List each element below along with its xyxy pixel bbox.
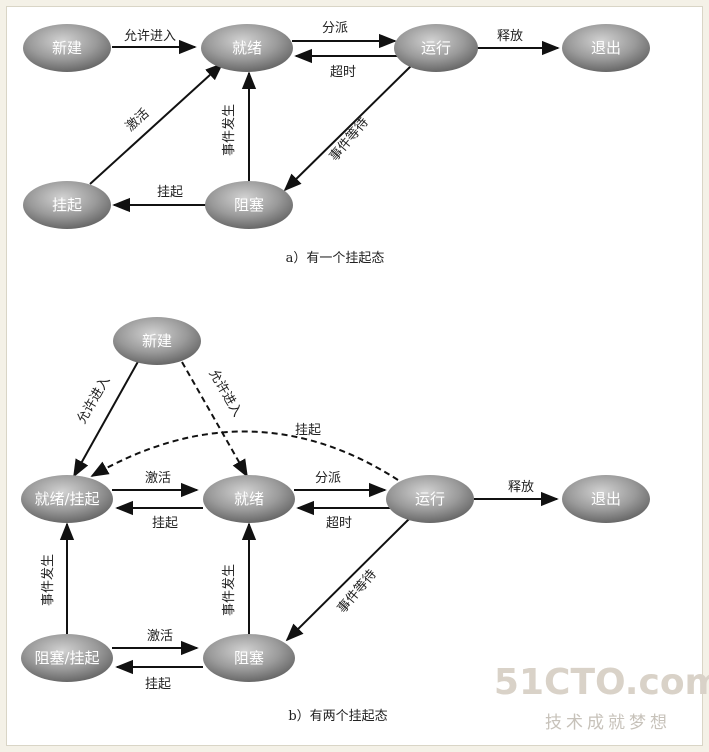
state-running: 运行 [394, 24, 478, 72]
edge-label-admit: 允许进入 [124, 28, 176, 44]
edge-b-suspend-from-running: 挂起 [90, 423, 399, 481]
state-b-ready-suspend: 就绪/挂起 [21, 475, 113, 523]
edge-admit: 允许进入 [112, 28, 197, 55]
diagram-frame [6, 6, 703, 746]
caption-b: b）有两个挂起态 [288, 709, 387, 724]
edge-b-event-occurs-left: 事件发生 [40, 522, 75, 636]
state-label-exit: 退出 [591, 39, 621, 57]
edge-label-dispatch: 分派 [322, 21, 348, 36]
state-ready: 就绪 [201, 24, 293, 72]
watermark-slogan: 技术成就梦想 [545, 713, 671, 733]
edge-label-b-event-occurs-left: 事件发生 [40, 554, 56, 606]
state-label-new: 新建 [52, 39, 82, 57]
state-blocked: 阻塞 [205, 181, 293, 229]
edge-b-admit-ready-suspend: 允许进入 [73, 357, 141, 478]
edge-b-event-wait: 事件等待 [285, 517, 411, 642]
edge-label-b-dispatch: 分派 [315, 471, 341, 486]
state-label-suspended: 挂起 [52, 196, 82, 214]
state-b-blocked: 阻塞 [203, 634, 295, 682]
edge-label-event-occurs: 事件发生 [221, 104, 237, 156]
edge-label-suspend: 挂起 [157, 185, 183, 200]
edge-event-occurs: 事件发生 [221, 71, 257, 183]
watermark-logo: 51CTO.com [494, 662, 709, 703]
edge-label-b-suspend-blocked: 挂起 [145, 677, 171, 692]
state-new: 新建 [23, 24, 111, 72]
state-label-running: 运行 [421, 39, 451, 57]
edge-release: 释放 [476, 29, 560, 56]
edge-suspend: 挂起 [112, 185, 206, 213]
edge-b-suspend-ready: 挂起 [115, 500, 203, 531]
edge-label-b-suspend-ready: 挂起 [152, 516, 178, 531]
watermark: 51CTO.com 技术成就梦想 [494, 662, 709, 733]
state-label-b-exit: 退出 [591, 490, 621, 508]
edge-label-b-timeout: 超时 [326, 516, 352, 531]
edge-b-admit-ready: 允许进入 [181, 361, 248, 478]
edge-label-release: 释放 [497, 29, 523, 44]
edge-b-activate-ready: 激活 [112, 471, 199, 498]
edge-timeout: 超时 [294, 48, 398, 80]
state-label-b-running: 运行 [415, 490, 445, 508]
state-b-ready: 就绪 [203, 475, 295, 523]
edge-label-b-activate-blocked: 激活 [147, 629, 173, 644]
edge-b-suspend-blocked: 挂起 [115, 659, 203, 692]
edge-label-b-activate-ready: 激活 [145, 471, 171, 486]
edge-label-b-admit-ready-suspend: 允许进入 [74, 373, 114, 426]
edge-dispatch: 分派 [292, 21, 397, 49]
diagram-a: 允许进入 分派 超时 释放 激活 事件发生 事件等待 挂起 [23, 21, 650, 266]
edge-b-dispatch: 分派 [294, 471, 387, 498]
edge-label-b-release: 释放 [508, 480, 534, 495]
edge-activate: 激活 [89, 62, 224, 185]
state-suspended: 挂起 [23, 181, 111, 229]
caption-a: a）有一个挂起态 [286, 251, 385, 266]
edge-b-timeout: 超时 [296, 500, 390, 531]
edge-label-b-event-wait: 事件等待 [334, 566, 380, 616]
state-exit: 退出 [562, 24, 650, 72]
state-label-ready: 就绪 [232, 39, 262, 57]
edge-b-release: 释放 [474, 480, 559, 507]
edge-label-b-event-occurs-mid: 事件发生 [221, 564, 237, 616]
state-label-b-blocked-suspend: 阻塞/挂起 [34, 649, 99, 667]
edge-label-event-wait: 事件等待 [326, 114, 372, 164]
edge-label-b-suspend-from-running: 挂起 [295, 423, 321, 438]
state-b-new: 新建 [113, 317, 201, 365]
edge-label-b-admit-ready: 允许进入 [206, 366, 246, 419]
state-label-b-ready: 就绪 [234, 490, 264, 508]
state-b-running: 运行 [386, 475, 474, 523]
state-label-b-blocked: 阻塞 [234, 649, 264, 667]
state-b-blocked-suspend: 阻塞/挂起 [21, 634, 113, 682]
edge-b-activate-blocked: 激活 [112, 629, 199, 656]
state-b-exit: 退出 [562, 475, 650, 523]
state-label-b-new: 新建 [142, 332, 172, 350]
state-label-b-ready-suspend: 就绪/挂起 [34, 490, 99, 508]
edge-label-timeout: 超时 [330, 65, 356, 80]
edge-b-event-occurs-mid: 事件发生 [221, 522, 257, 634]
edge-event-wait: 事件等待 [283, 64, 413, 192]
state-label-blocked: 阻塞 [234, 196, 264, 214]
